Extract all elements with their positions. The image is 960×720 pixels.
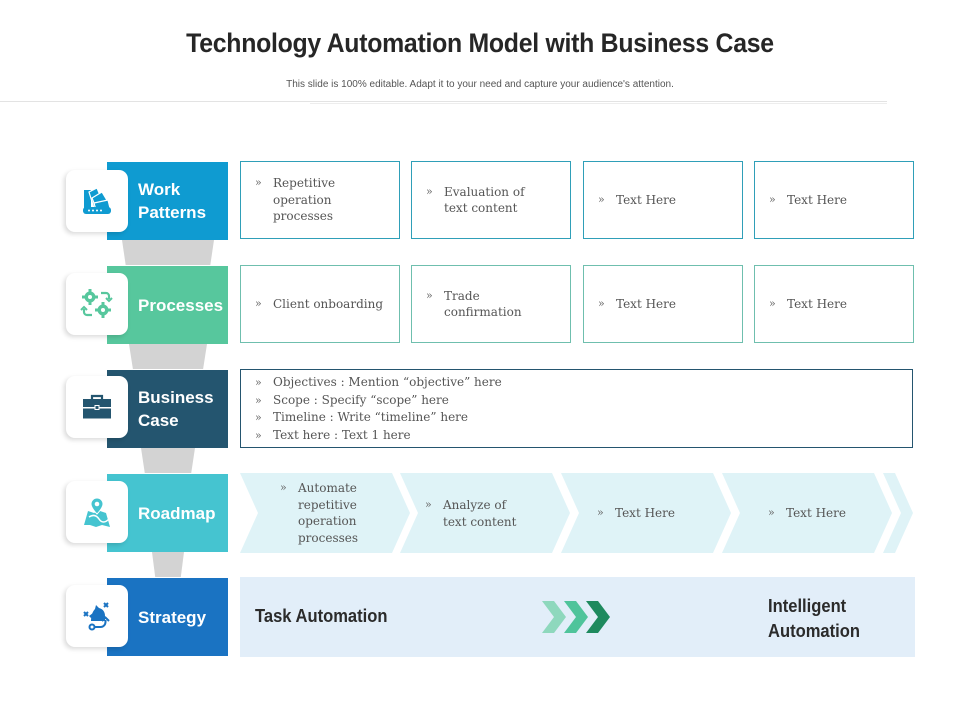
- bullet-marker: »: [598, 296, 605, 310]
- icon-card-strategy: [66, 585, 128, 647]
- processes-box-3: » Text Here: [583, 265, 743, 343]
- box-text: Text Here: [787, 192, 847, 207]
- row-label-text: Strategy: [138, 607, 207, 627]
- bullet-marker: »: [597, 505, 604, 519]
- box-text: Trade confirmation: [444, 288, 522, 320]
- icon-card-roadmap: [66, 481, 128, 543]
- funnel-connector-3: [141, 448, 195, 473]
- chevron-arrow-icon: [586, 601, 610, 633]
- roadmap-text: Automate repetitive operation processes: [298, 481, 359, 545]
- box-text: Client onboarding: [273, 296, 384, 311]
- roadmap-chevron-tail: [883, 473, 913, 553]
- business-case-item: » Text here : Text 1 here: [241, 427, 912, 445]
- row-label-text: Business: [138, 388, 214, 407]
- strategy-to-line: Intelligent: [768, 596, 847, 616]
- business-case-item: » Timeline : Write “timeline” here: [241, 409, 912, 427]
- icon-card-work-patterns: [66, 170, 128, 232]
- bullet-marker: »: [598, 192, 605, 206]
- chevron-arrow-icon: [564, 601, 588, 633]
- chevron-arrow-icon: [542, 601, 566, 633]
- strategy-to-label: Intelligent Automation: [768, 594, 860, 644]
- row-label-text: Processes: [138, 295, 224, 315]
- roadmap-text: Text Here: [786, 505, 846, 520]
- business-case-item: » Scope : Specify “scope” here: [241, 392, 912, 410]
- funnel-connector-4: [152, 552, 184, 577]
- business-case-box: » Objectives : Mention “objective” here »…: [240, 369, 913, 448]
- roadmap-text: Text Here: [615, 505, 675, 520]
- map-pin-icon: [84, 497, 110, 527]
- work-patterns-box-2: » Evaluation of text content: [411, 161, 571, 239]
- header-divider-secondary: [310, 103, 887, 104]
- bullet-marker: »: [426, 184, 433, 198]
- chess-knight-strategy-icon: [83, 602, 110, 631]
- roadmap-step-1: » Automate repetitive operation processes: [266, 473, 396, 553]
- bullet-marker: »: [255, 176, 262, 190]
- row-label-text: Roadmap: [138, 503, 216, 523]
- business-case-text: Text here : Text 1 here: [273, 428, 411, 443]
- bullet-marker: »: [255, 393, 262, 407]
- gears-cycle-icon: [80, 289, 113, 318]
- roadmap-chevron-track: » Automate repetitive operation processes…: [240, 473, 920, 553]
- row-label-text: Work: [138, 180, 181, 199]
- business-case-item: » Objectives : Mention “objective” here: [241, 374, 912, 392]
- processes-box-1: » Client onboarding: [240, 265, 400, 343]
- roadmap-step-4: » Text Here: [754, 473, 894, 553]
- bullet-marker: »: [255, 411, 262, 425]
- icon-card-business-case: [66, 376, 128, 438]
- bullet-marker: »: [769, 192, 776, 206]
- processes-box-2: » Trade confirmation: [411, 265, 571, 343]
- bullet-marker: »: [280, 481, 287, 494]
- business-case-text: Objectives : Mention “objective” here: [273, 375, 502, 389]
- roadmap-chevron-1: [240, 473, 410, 553]
- bullet-marker: »: [426, 288, 433, 302]
- business-case-text: Scope : Specify “scope” here: [273, 392, 449, 407]
- strategy-to-line: Automation: [768, 621, 860, 641]
- box-text: Text Here: [616, 296, 676, 311]
- roadmap-chevron-3: [561, 473, 731, 553]
- bullet-marker: »: [769, 296, 776, 310]
- funnel-connector-1: [122, 240, 214, 265]
- box-text: Text Here: [787, 296, 847, 311]
- roadmap-step-2: » Analyze of text content: [411, 473, 551, 553]
- briefcase-icon: [83, 394, 111, 419]
- box-text: Evaluation of text content: [444, 184, 525, 216]
- roadmap-chevron-2: [400, 473, 570, 553]
- processes-box-4: » Text Here: [754, 265, 914, 343]
- funnel-connector-2: [129, 344, 207, 369]
- header-divider: [0, 101, 887, 102]
- bullet-marker: »: [255, 429, 262, 443]
- roadmap-chevron-4: [722, 473, 892, 553]
- swatch-palette-icon: [83, 187, 111, 214]
- bullet-marker: »: [255, 376, 262, 389]
- work-patterns-box-1: » Repetitive operation processes: [240, 161, 400, 239]
- strategy-from-label: Task Automation: [255, 606, 388, 626]
- business-case-text: Timeline : Write “timeline” here: [273, 410, 469, 425]
- bullet-marker: »: [255, 296, 262, 310]
- page-title: Technology Automation Model with Busines…: [186, 28, 774, 58]
- work-patterns-box-3: » Text Here: [583, 161, 743, 239]
- box-text: Text Here: [616, 192, 676, 207]
- progression-arrows: [542, 601, 610, 633]
- roadmap-step-3: » Text Here: [583, 473, 723, 553]
- row-label-text: Patterns: [138, 203, 207, 222]
- row-label-strategy: Strategy: [107, 578, 228, 656]
- roadmap-text: Analyze of text content: [443, 498, 517, 529]
- row-label-text: Case: [138, 411, 179, 430]
- bullet-marker: »: [425, 498, 432, 511]
- icon-card-processes: [66, 273, 128, 335]
- work-patterns-box-4: » Text Here: [754, 161, 914, 239]
- box-text: Repetitive operation processes: [273, 176, 336, 224]
- page-subtitle: This slide is 100% editable. Adapt it to…: [286, 79, 674, 90]
- bullet-marker: »: [768, 505, 775, 519]
